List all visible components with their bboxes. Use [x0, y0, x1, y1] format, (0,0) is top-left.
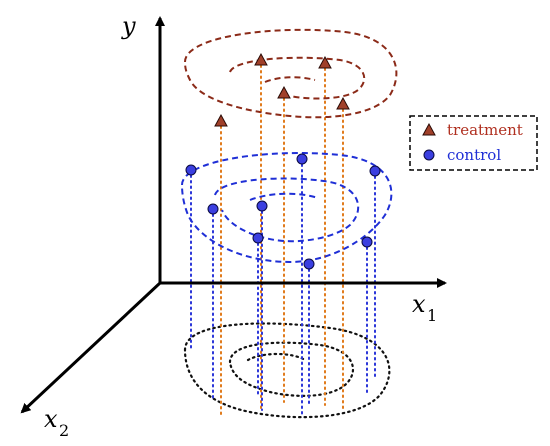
- control-markers: [185, 153, 381, 270]
- x2-axis-label: x 2: [44, 405, 69, 440]
- control-point: [296, 153, 308, 165]
- circle-icon: [423, 149, 435, 161]
- treatment-point: [318, 55, 332, 69]
- legend: treatment control: [409, 115, 538, 171]
- y-axis-label: y: [121, 12, 136, 40]
- treatment-drop-lines: [220, 59, 344, 419]
- treatment-point: [254, 52, 268, 66]
- control-point: [256, 200, 268, 212]
- axes: [20, 16, 447, 414]
- control-point: [252, 232, 264, 244]
- control-point: [207, 203, 219, 215]
- x2-axis: [20, 281, 162, 414]
- svg-text:x: x: [44, 405, 58, 433]
- x1-axis-label: x 1: [412, 290, 437, 325]
- control-point: [361, 236, 373, 248]
- svg-text:x: x: [412, 290, 426, 318]
- treatment-markers: [214, 52, 350, 127]
- svg-text:2: 2: [59, 421, 69, 440]
- control-point: [185, 164, 197, 176]
- control-point: [369, 165, 381, 177]
- treatment-point: [336, 96, 350, 110]
- legend-label-treatment: treatment: [447, 121, 523, 139]
- treatment-loop: [183, 28, 398, 119]
- control-point: [303, 258, 315, 270]
- control-loop: [180, 152, 393, 264]
- treatment-point: [214, 113, 228, 127]
- legend-box: [409, 115, 538, 171]
- svg-text:1: 1: [427, 306, 437, 325]
- projection-loop: [183, 322, 391, 419]
- triangle-icon: [422, 122, 436, 136]
- legend-label-control: control: [447, 146, 501, 164]
- treatment-point: [277, 85, 291, 99]
